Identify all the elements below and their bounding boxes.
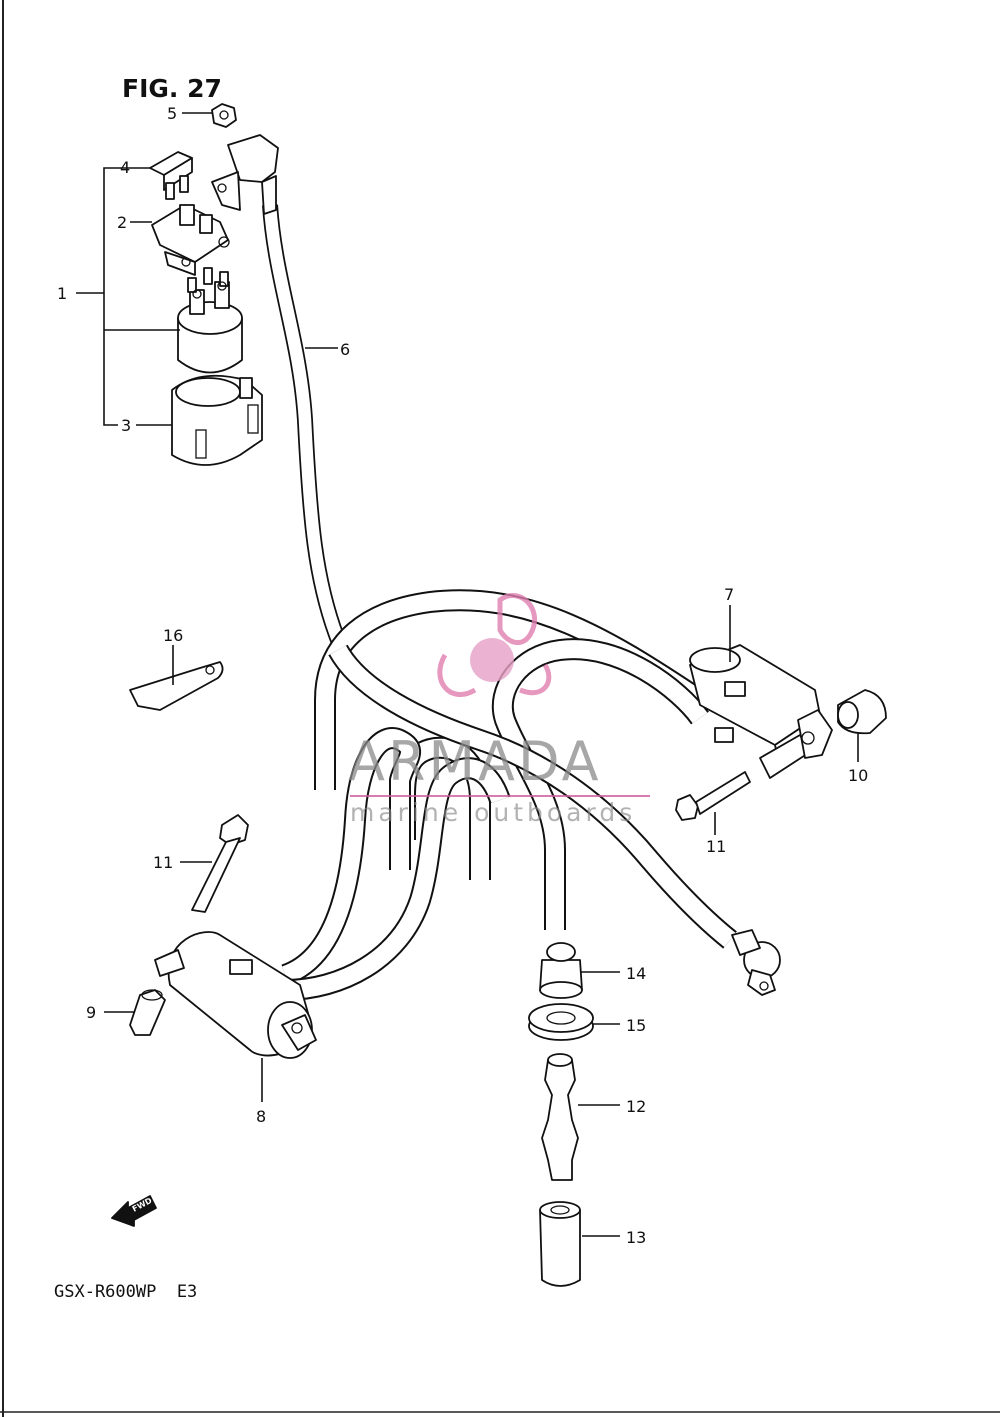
part-9-cap (129, 989, 166, 1036)
part-8-ignition-coil (154, 931, 317, 1059)
watermark-logo-icon (350, 592, 650, 797)
callout-label: 14 (626, 964, 646, 983)
part-13-plug-cap (539, 1201, 581, 1287)
part-4-fuse (149, 151, 193, 200)
part-3-relay-cushion (171, 374, 263, 466)
callout-label: 12 (626, 1097, 646, 1116)
callout-label: 7 (724, 585, 734, 604)
callout-label: 13 (626, 1228, 646, 1247)
model-label: GSX-R600WP E3 (54, 1282, 198, 1302)
callout-label: 10 (848, 766, 868, 785)
callout-label: 11 (706, 837, 726, 856)
part-16-clip (129, 661, 224, 711)
callout-label: 15 (626, 1016, 646, 1035)
watermark-name: ARMADA (348, 730, 602, 793)
part-12-connector (541, 1053, 579, 1181)
callout-label: 5 (167, 104, 177, 123)
part-6-cable (211, 134, 346, 643)
callout-label: 2 (117, 213, 127, 232)
callout-label: 4 (120, 158, 130, 177)
part-11-bolt-left (191, 814, 249, 913)
fwd-arrow-icon (111, 1195, 157, 1227)
callout-label: 11 (153, 853, 173, 872)
cable-end-terminal (731, 929, 781, 996)
ignition-leads (280, 589, 737, 1001)
callout-label: 16 (163, 626, 183, 645)
callout-label: 9 (86, 1003, 96, 1022)
callout-label: 3 (121, 416, 131, 435)
part-14-grommet (539, 942, 583, 999)
part-7-ignition-coil (689, 644, 833, 779)
callout-label: 1 (57, 284, 67, 303)
part-15-washer (528, 1003, 594, 1041)
part-5-nut (211, 103, 237, 128)
callout-label: 6 (340, 340, 350, 359)
callout-label: 8 (256, 1107, 266, 1126)
part-11-bolt-right (675, 771, 751, 821)
part-10-cap (837, 689, 887, 735)
part-1-starter-relay (177, 267, 243, 374)
figure-title: FIG. 27 (122, 74, 222, 103)
part-2-terminal-cover (151, 204, 230, 276)
watermark-tagline: marine outboards (350, 798, 637, 827)
